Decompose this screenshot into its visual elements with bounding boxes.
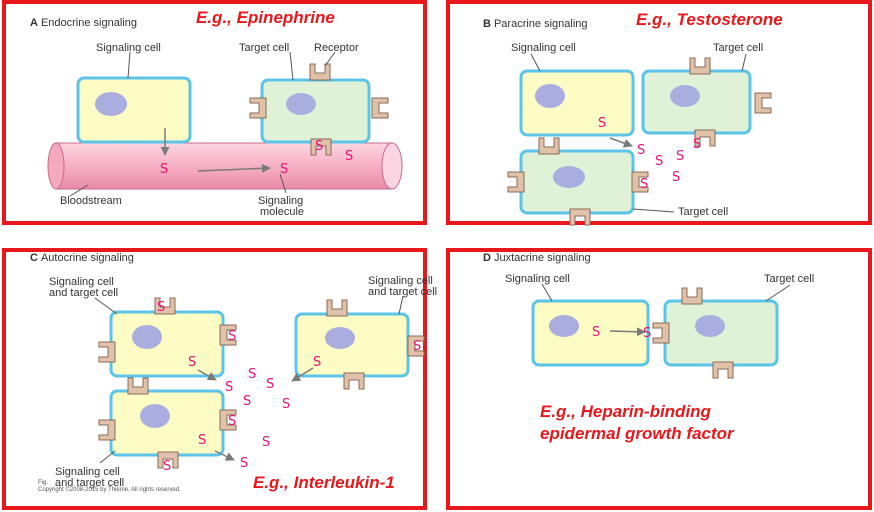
panel-d-example-line1: E.g., Heparin-binding: [540, 402, 711, 421]
label-autocrine-cell-3-line1: Signaling cell: [55, 466, 120, 478]
panel-a-example: E.g., Epinephrine: [196, 8, 335, 27]
receptor-top-a: [309, 63, 331, 81]
molecule-b1: S: [598, 116, 606, 131]
receptor-left-a: [249, 97, 267, 119]
molecule-c8: S: [282, 397, 290, 412]
molecule-c2: S: [228, 329, 236, 344]
label-autocrine-cell-1-line1: Signaling cell: [49, 276, 114, 288]
panel-d-letter: D: [483, 252, 491, 264]
molecule-c7: S: [243, 394, 251, 409]
bloodstream-tube: [47, 142, 403, 190]
panel-c-letter: C: [30, 252, 38, 264]
panel-a-letter: A: [30, 17, 38, 29]
molecule-c5: S: [248, 367, 256, 382]
target-cell-a: [249, 63, 389, 156]
molecule-c13: S: [240, 456, 248, 471]
molecule-b2: S: [637, 143, 645, 158]
receptor-right-a: [371, 97, 389, 119]
paracrine-diagram: S S S S S S S: [507, 53, 772, 226]
label-target-cell-a: Target cell: [239, 42, 290, 54]
signaling-cell-d: [531, 299, 650, 367]
panel-c-title-text: Autocrine signaling: [40, 252, 134, 264]
label-target-cell-b-bottom: Target cell: [678, 206, 729, 218]
target-cell-d: [652, 287, 779, 379]
label-bloodstream: Bloodstream: [60, 195, 122, 207]
autocrine-diagram: S S S S S S S S S S S S S S S: [94, 295, 425, 474]
molecule-d1: S: [592, 325, 600, 340]
juxtacrine-diagram: S S: [531, 283, 791, 379]
panel-d-example-line2: epidermal growth factor: [540, 424, 734, 443]
figure-label: Fig.: [38, 480, 49, 486]
panel-d-title-text: Juxtacrine signaling: [493, 252, 591, 264]
endocrine-diagram: S S S S: [47, 51, 403, 197]
target-cell-b-bottom: [507, 137, 649, 226]
molecule-a4: S: [345, 149, 353, 164]
molecule-c10: S: [228, 414, 236, 429]
molecule-d2: S: [643, 326, 651, 341]
molecule-b4: S: [676, 149, 684, 164]
label-autocrine-cell-1-line2: and target cell: [49, 287, 119, 299]
molecule-b3: S: [655, 154, 663, 169]
label-signaling-molecule-1: Signaling: [258, 195, 304, 207]
signaling-cell-a: [76, 76, 192, 144]
label-signaling-cell-b: Signaling cell: [511, 42, 576, 54]
autocrine-cell-1: [98, 297, 237, 378]
panel-b-letter: B: [483, 18, 491, 30]
autocrine-cell-3: [98, 377, 237, 469]
label-signaling-molecule-2: molecule: [260, 206, 305, 218]
signaling-cell-b: [519, 69, 635, 137]
panel-b-example: E.g., Testosterone: [636, 10, 783, 29]
copyright-notice: Copyright ©2008-2015 by Thieme. All righ…: [38, 487, 181, 493]
label-autocrine-cell-2-line2: and target cell: [368, 286, 438, 298]
molecule-c1: S: [157, 300, 165, 315]
molecule-c11: S: [198, 433, 206, 448]
molecule-c14: S: [163, 459, 171, 474]
molecule-c6: S: [266, 377, 274, 392]
molecule-c15: S: [413, 339, 421, 354]
autocrine-cell-2: [294, 299, 425, 390]
molecule-b5: S: [693, 137, 701, 152]
panel-juxtacrine: [446, 248, 872, 510]
molecule-c4: S: [225, 380, 233, 395]
label-autocrine-cell-2-line1: Signaling cell: [368, 275, 433, 287]
panel-a-title-text: Endocrine signaling: [40, 17, 137, 29]
molecule-c9: S: [313, 355, 321, 370]
panel-b-title-text: Paracrine signaling: [493, 18, 588, 30]
label-target-cell-d: Target cell: [764, 273, 815, 285]
label-autocrine-cell-3-line2: and target cell: [55, 477, 125, 489]
molecule-a3: S: [315, 139, 323, 154]
label-target-cell-b-top: Target cell: [713, 42, 764, 54]
label-signaling-cell-a: Signaling cell: [96, 42, 161, 54]
label-receptor-a: Receptor: [314, 42, 359, 54]
molecule-a1: S: [160, 162, 168, 177]
molecule-b6: S: [672, 170, 680, 185]
molecule-b7: S: [640, 177, 648, 192]
molecule-c3: S: [188, 355, 196, 370]
label-signaling-cell-d: Signaling cell: [505, 273, 570, 285]
panel-c-example: E.g., Interleukin-1: [253, 473, 395, 492]
molecule-c12: S: [262, 435, 270, 450]
molecule-a2: S: [280, 162, 288, 177]
target-cell-b-top: [641, 57, 772, 147]
